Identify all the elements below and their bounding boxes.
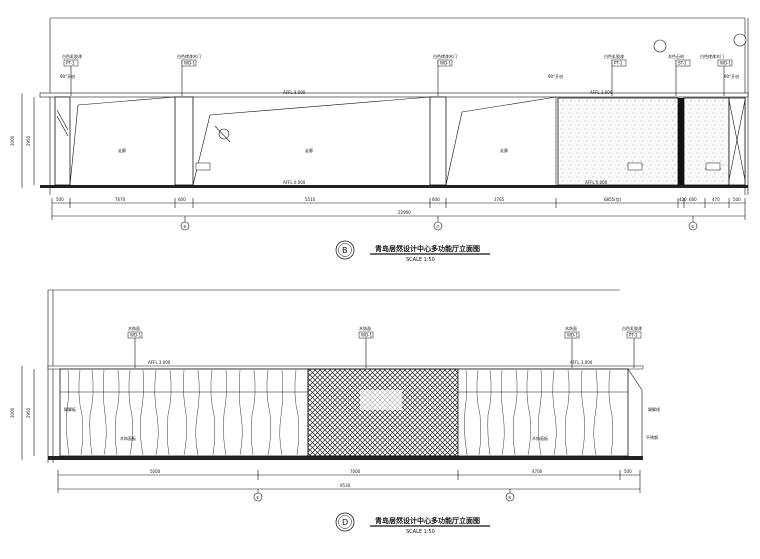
grid-bubble [505,492,515,502]
level-mark: AFFL 0.000 [283,180,306,185]
elevation-b: 走廊 走廊 走廊 AFFL 3.000 AFFL 0.000 AFFL 3.00… [10,17,749,263]
grid-bubble [433,221,443,231]
dimension-ticks [57,470,641,493]
level-mark: AFFL 3.000 [570,360,593,365]
ceiling-band [39,92,749,98]
svg-text:①: ① [256,495,260,500]
svg-text:WD-1: WD-1 [184,61,195,66]
wood-panel-left [59,368,309,457]
dim-text: 5000 [150,469,161,474]
dim-text: 7670 [115,197,126,202]
dim-total: 9530 [340,483,351,488]
side-label: 踢脚板 [64,406,76,412]
svg-text:WD-1: WD-1 [130,333,141,338]
dim-text: 420 [679,197,687,202]
level-mark: AFFL 3.000 [148,360,171,365]
dim-text: 2950 [26,135,31,146]
grid-bubble [180,221,190,231]
dimension-ticks [51,198,746,220]
side-label: 不锈钢 [646,434,658,440]
drawing-scale: SCALE 1:50 [406,529,435,535]
svg-text:白色烤漆木门: 白色烤漆木门 [177,53,201,59]
svg-text:⑤: ⑤ [691,224,695,229]
room-label: 走廊 [500,147,508,153]
svg-text:⑥: ⑥ [183,224,187,229]
wood-panel-right [457,368,629,457]
dim-text: 7000 [350,469,361,474]
detail-bubble [653,39,667,53]
pilaster-2 [429,96,447,186]
svg-text:WD-1: WD-1 [567,333,578,338]
svg-text:木饰面: 木饰面 [359,325,371,331]
floor-slab [48,456,643,460]
stone-wall-panel [557,97,679,186]
dim-text: 3000 [10,135,15,146]
detail-bubble [733,33,747,47]
side-label: 踢脚线 [648,406,660,412]
inner-label: 木饰面板 [532,435,548,441]
dim-text: 600 [432,197,440,202]
svg-text:PT-1: PT-1 [629,333,638,338]
drawing-title: 青岛居然设计中心多功能厅立面图 [375,244,480,253]
svg-text:90°开启: 90°开启 [548,73,563,79]
dim-text: 2950 [26,407,31,418]
callout-group: WD-1 木饰面 WD-1 木饰面 WD-1 木饰面 PT-1 白色乳胶漆 [127,325,642,368]
svg-text:PT-1: PT-1 [66,61,75,66]
level-mark: AFFL 3.000 [590,90,613,95]
pilaster-1 [174,96,194,186]
stone-wall-panel-2 [683,97,730,186]
svg-text:灰色石材: 灰色石材 [668,53,684,59]
svg-text:木饰面: 木饰面 [565,325,577,331]
dim-text: 5510 [305,197,316,202]
dim-text: 500 [624,469,632,474]
dim-total: 22900 [398,210,411,215]
svg-text:WD-1: WD-1 [720,61,731,66]
grid-bubble [253,492,263,502]
mesh-center-panel [307,368,459,457]
dim-text: 500 [733,197,741,202]
svg-text:木饰面: 木饰面 [128,325,140,331]
svg-text:90°开启: 90°开启 [60,73,75,79]
dark-column [678,98,684,185]
svg-text:白色烤漆木门: 白色烤漆木门 [700,53,724,59]
drawing-title: 青岛居然设计中心多功能厅立面图 [375,516,480,525]
room-label: 走廊 [118,147,126,153]
svg-text:④: ④ [508,495,512,500]
elevation-marker-letter: B [342,246,348,255]
callout-group: PT-1 白色乳胶漆 WD-1 白色烤漆木门 WD-1 白色烤漆木门 PT-1 … [60,53,739,96]
svg-text:白色乳胶漆: 白色乳胶漆 [604,53,624,59]
svg-text:90°开启: 90°开启 [724,73,739,79]
dim-text: 600 [689,197,697,202]
dim-text: 500 [56,197,64,202]
svg-text:WD-1: WD-1 [361,333,372,338]
dim-text: 6855(包) [604,196,622,202]
dim-text: 470 [712,197,720,202]
inner-label: 木饰面板 [120,435,136,441]
dim-text: 3765 [494,197,505,202]
level-mark: AFFL 0.000 [585,180,608,185]
svg-text:WD-1: WD-1 [440,61,451,66]
room-label: 走廊 [305,147,313,153]
dim-text: 600 [178,197,186,202]
svg-text:⑦: ⑦ [436,224,440,229]
svg-text:白色乳胶漆: 白色乳胶漆 [62,53,82,59]
svg-text:PT-1: PT-1 [614,61,623,66]
dim-text: 4700 [532,469,543,474]
svg-text:白色烤漆木门: 白色烤漆木门 [433,53,457,59]
grid-bubble [688,221,698,231]
dim-text: 3000 [10,407,15,418]
detail-bubble [218,128,230,140]
svg-text:ST-1: ST-1 [678,61,687,66]
drawing-scale: SCALE 1:50 [406,257,435,263]
svg-text:白色乳胶漆: 白色乳胶漆 [622,325,642,331]
level-mark: AFFL 3.000 [283,90,306,95]
floor-slab [40,185,748,188]
elevation-marker-letter: D [342,518,348,527]
wood-grain-right [464,369,614,456]
wood-grain-left [66,369,300,456]
elevation-d: 踢脚板 踢脚线 不锈钢 木饰面板 木饰面板 AFFL 3.000 AFFL 3.… [10,289,660,535]
